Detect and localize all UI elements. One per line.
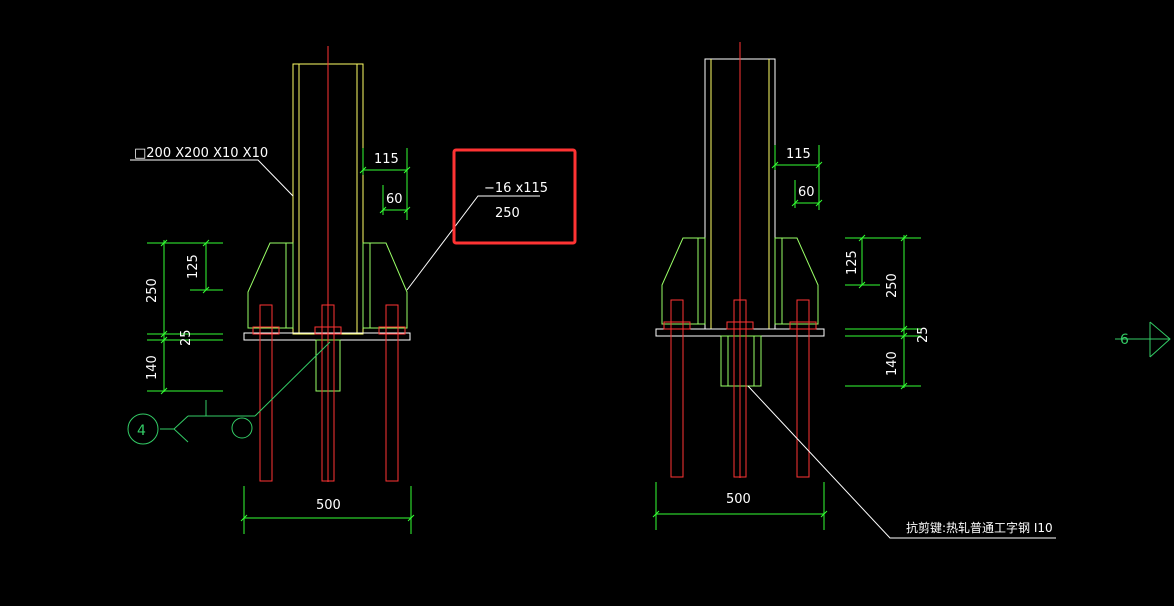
left-dim-60: 60 xyxy=(386,192,403,207)
right-shear-key-leader xyxy=(747,385,1056,539)
left-stiffener-left xyxy=(247,242,294,329)
left-dim-250: 250 xyxy=(145,278,160,303)
right-anchor-bolts xyxy=(663,299,817,478)
right-dim-125: 125 xyxy=(845,250,860,275)
left-column-leader xyxy=(130,159,294,197)
left-dim-115-60 xyxy=(359,148,411,220)
left-dim-140: 140 xyxy=(145,355,160,380)
left-detail: □200 X200 X10 X10 −16 x115 250 115 60 xyxy=(127,46,577,534)
right-dim-115-60 xyxy=(771,145,823,210)
right-section-marker xyxy=(1115,321,1171,358)
right-section-marker-number: 6 xyxy=(1120,332,1129,348)
left-dim-500-lines xyxy=(240,486,415,534)
right-dim-115: 115 xyxy=(786,147,811,162)
right-dim-500: 500 xyxy=(726,492,751,507)
highlight-box xyxy=(452,148,577,245)
right-dim-60: 60 xyxy=(798,185,815,200)
left-plate-label-top: −16 x115 xyxy=(484,181,548,196)
right-dim-500-lines xyxy=(652,482,828,530)
right-dim-140: 140 xyxy=(885,351,900,376)
right-vertical-dims xyxy=(845,234,921,390)
left-stiffener-right xyxy=(362,242,408,329)
left-dim-125: 125 xyxy=(186,254,201,279)
left-detail-marker-number: 4 xyxy=(137,423,146,439)
right-dim-25: 25 xyxy=(916,326,931,343)
right-dim-250: 250 xyxy=(885,273,900,298)
left-vertical-dims xyxy=(147,239,223,395)
left-plate-label-bottom: 250 xyxy=(495,206,520,221)
left-dim-500: 500 xyxy=(316,498,341,513)
right-shear-key-label: 抗剪键:热轧普通工字钢 I10 xyxy=(906,520,1053,535)
left-dim-25: 25 xyxy=(179,329,194,346)
right-stiffener-right xyxy=(774,237,819,325)
left-detail-marker xyxy=(127,341,331,445)
right-shear-key xyxy=(720,335,762,387)
left-anchor-bolts xyxy=(252,304,406,482)
left-dim-115: 115 xyxy=(374,152,399,167)
right-detail: 115 60 125 250 25 140 xyxy=(652,42,1171,539)
left-plate-leader xyxy=(406,195,540,291)
left-column-label: □200 X200 X10 X10 xyxy=(134,146,268,161)
